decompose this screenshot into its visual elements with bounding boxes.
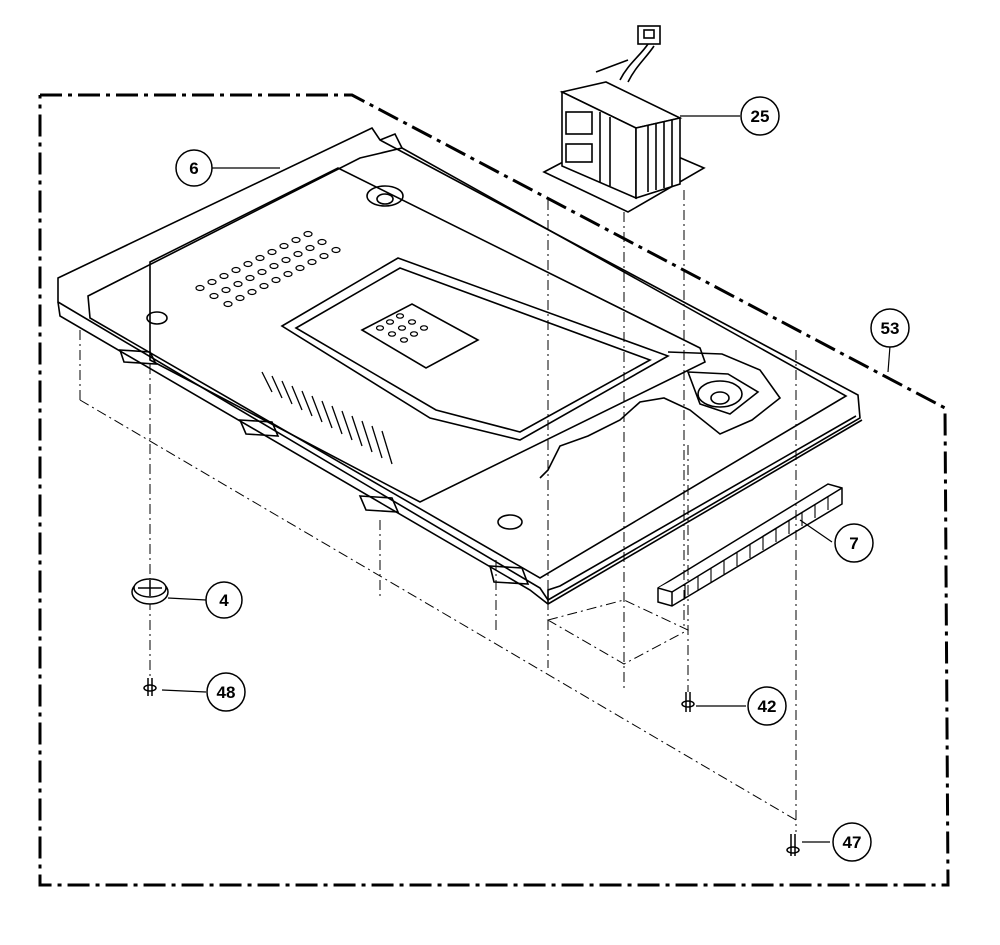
leader-lines: [161, 115, 891, 843]
callout-48-label: 48: [217, 683, 236, 702]
screws: [143, 678, 800, 856]
callout-48: 48: [206, 672, 246, 712]
callout-25: 25: [740, 96, 780, 136]
embossed-holes: [146, 185, 743, 530]
callout-42: 42: [747, 686, 787, 726]
assembly-boundary: [38, 93, 950, 887]
callout-42-label: 42: [758, 697, 777, 716]
callout-47: 47: [832, 822, 872, 862]
callout-4: 4: [205, 581, 243, 619]
callout-6: 6: [175, 149, 213, 187]
callout-4-label: 4: [219, 591, 229, 610]
mounting-foot: [131, 578, 169, 605]
vent-holes: [195, 230, 429, 343]
projection-lines: [79, 190, 797, 832]
callout-7-label: 7: [849, 534, 858, 553]
transformer: [542, 25, 706, 213]
callout-7: 7: [834, 523, 874, 563]
base-plate: [57, 126, 863, 605]
callout-47-label: 47: [843, 833, 862, 852]
callout-53-label: 53: [881, 319, 900, 338]
callout-6-label: 6: [189, 159, 198, 178]
callout-53: 53: [870, 308, 910, 348]
callout-25-label: 25: [751, 107, 770, 126]
side-louvres: [261, 371, 393, 465]
